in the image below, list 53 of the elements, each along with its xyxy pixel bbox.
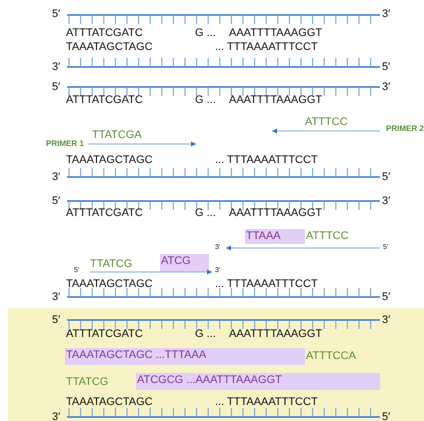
sequence-text: ATTTATCGATC <box>66 28 143 39</box>
sequence-text: ATTTCCA <box>306 351 356 362</box>
sequence-text: ... TTTAAAATTTCCT <box>215 155 318 166</box>
sequence-text: ... TTTAAAATTTCCT <box>215 397 318 408</box>
strand-end-label: 5′ <box>382 412 390 421</box>
strand-end-label: 3′ <box>52 292 60 303</box>
sequence-text: TTATCGA <box>92 130 142 141</box>
band-background <box>8 308 424 421</box>
sequence-text: TAAATAGCTAGC <box>66 155 153 166</box>
sequence-text: TTATCG <box>90 259 132 270</box>
sequence-text: ATTTATCGATC <box>66 329 143 340</box>
highlighted-sequence <box>65 348 305 365</box>
sequence-text: AAATTTTAAAGGT <box>229 28 322 39</box>
sequence-text: G ... <box>195 28 216 39</box>
strand-end-label: 5′ <box>382 172 390 183</box>
highlighted-sequence <box>245 229 305 244</box>
strand-end-label: 3′ <box>52 62 60 73</box>
sequence-text: TTAAA <box>245 229 282 242</box>
strand-end-label: 5′ <box>382 292 390 303</box>
strand-end-label: 3′ <box>382 315 390 326</box>
sequence-text: ATTTATCGATC <box>66 208 143 219</box>
strand-end-label: 5′ <box>52 196 60 207</box>
strand-end-label: 3′ <box>382 196 390 207</box>
highlighted-sequence <box>160 254 209 272</box>
sequence-text: ... TTTAAAATTTCCT <box>215 42 318 53</box>
sequence-text: ATCG <box>160 254 192 267</box>
strand-end-label: 5′ <box>382 62 390 73</box>
sequence-text: G ... <box>195 208 216 219</box>
sequence-text: AAATTTTAAAGGT <box>229 208 322 219</box>
strand-end-label: 3′ <box>52 172 60 183</box>
strand-end-label: 3′ <box>52 412 60 421</box>
sequence-text: G ... <box>195 329 216 340</box>
sequence-text: ... TTTAAAATTTCCT <box>215 279 318 290</box>
primer-label: PRIMER 1 <box>46 140 84 148</box>
sequence-text: TTATCG <box>66 377 108 388</box>
sequence-text: TAAATAGCTAGC <box>66 397 153 408</box>
strand-end-label: 3′ <box>382 82 390 93</box>
primer-label: PRIMER 2 <box>386 125 424 133</box>
sequence-text: AAATTTTAAAGGT <box>229 329 322 340</box>
sequence-text: TAAATAGCTAGC <box>66 42 153 53</box>
sequence-text: ATTTCC <box>306 231 349 242</box>
sequence-text: G ... <box>195 95 216 106</box>
sequence-text: AAATTTTAAAGGT <box>229 95 322 106</box>
sequence-text: ATTTCC <box>305 117 348 128</box>
strand-end-label: 5′ <box>52 82 60 93</box>
strand-end-label: 5′ <box>52 9 60 20</box>
sequence-text: ATCGCG ...AAATTTAAAGGT <box>136 373 283 386</box>
strand-end-label: 5′ <box>52 315 60 326</box>
highlighted-sequence <box>136 373 380 390</box>
strand-end-label: 3′ <box>382 9 390 20</box>
sequence-text: ATTTATCGATC <box>66 95 143 106</box>
sequence-text: TAAATAGCTAGC <box>66 279 153 290</box>
sequence-text: TAAATAGCTAGC ...TTTAAA <box>65 348 208 361</box>
